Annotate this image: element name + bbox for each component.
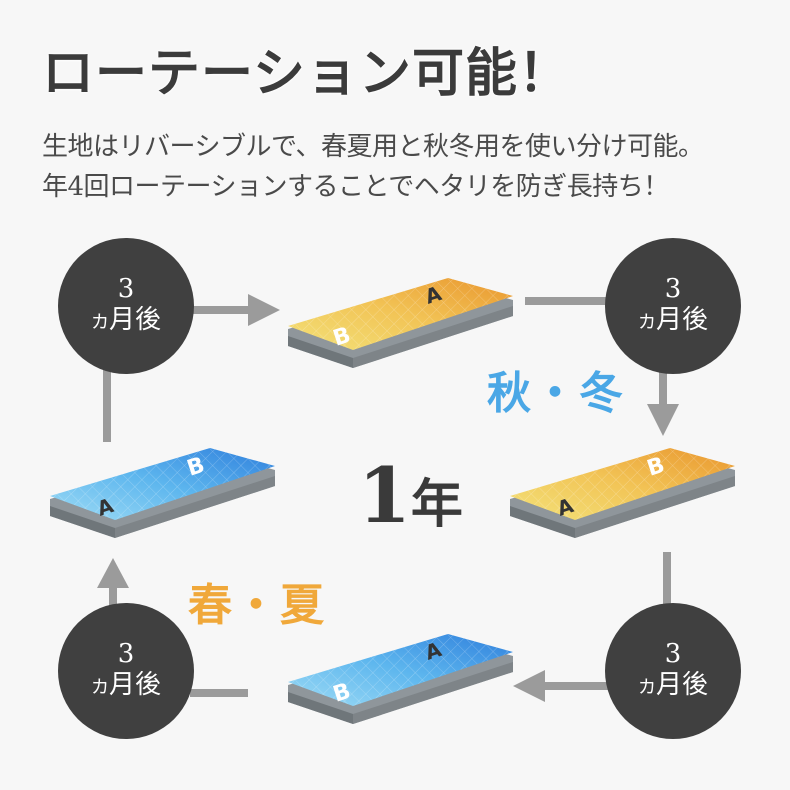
mattress-right-orange: A B [510,444,735,554]
connector-line [659,370,667,406]
interval-unit: カ月後 [637,305,708,336]
interval-number: 3 [117,274,135,305]
mattress-bottom-blue: B A [288,630,513,740]
connector-line [103,370,111,442]
svg-text:B: B [330,679,354,708]
connector-line [109,585,117,615]
svg-text:B: B [184,453,208,482]
svg-text:B: B [330,323,354,352]
interval-number: 3 [664,274,682,305]
mattress-left-blue: A B [50,444,275,554]
interval-number: 3 [664,639,682,670]
subtitle-line-2: 年4回ローテーションすることでヘタリを防ぎ長持ち！ [42,172,669,202]
interval-unit: カ月後 [637,670,708,701]
connector-line [663,552,671,612]
connector-line [540,682,610,690]
interval-circle-top-right: 3 カ月後 [605,238,741,374]
arrow-down-icon [647,404,679,436]
season-label-autumn-winter: 秋・冬 [487,368,625,419]
season-label-spring-summer: 春・夏 [188,580,326,631]
connector-line [525,297,615,305]
arrow-left-icon [513,670,545,702]
connector-line [190,306,250,314]
center-period-label: 1年 [358,451,463,540]
interval-unit: カ月後 [90,305,161,336]
interval-circle-bottom-left: 3 カ月後 [58,603,194,739]
subtitle-line-1: 生地はリバーシブルで、春夏用と秋冬用を使い分け可能。 [42,132,704,162]
interval-unit: カ月後 [90,670,161,701]
interval-number: 3 [117,639,135,670]
interval-circle-bottom-right: 3 カ月後 [605,603,741,739]
page-title: ローテーション可能！ [42,43,571,104]
arrow-up-icon [97,558,129,588]
connector-line [190,689,248,697]
interval-circle-top-left: 3 カ月後 [58,238,194,374]
arrow-right-icon [248,294,280,326]
mattress-top-orange: B A [288,274,513,384]
svg-text:B: B [644,453,668,482]
